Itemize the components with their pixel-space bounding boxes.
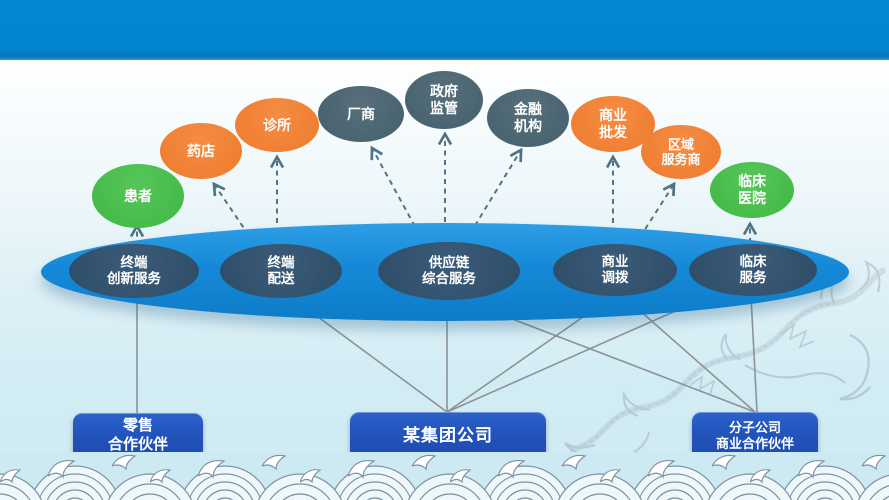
- outer-node-clinic: 诊所: [235, 98, 319, 152]
- box-subsidiary-partner: 分子公司 商业合作伙伴: [692, 412, 818, 460]
- outer-node-patient: 患者: [92, 164, 184, 228]
- inner-node-commercial-allocation: 商业 调拨: [553, 244, 677, 296]
- outer-node-government: 政府 监管: [405, 71, 483, 129]
- outer-node-hospital: 临床 医院: [710, 162, 794, 218]
- outer-node-wholesale: 商业 批发: [571, 96, 655, 152]
- outer-node-regional: 区域 服务商: [641, 125, 721, 179]
- box-group-company: 某集团公司: [350, 412, 546, 459]
- inner-node-supply-chain: 供应链 综合服务: [378, 242, 520, 300]
- top-blue-band: [0, 0, 889, 60]
- outer-node-manufacturer: 厂商: [318, 86, 404, 142]
- inner-node-clinical-service: 临床 服务: [689, 244, 817, 296]
- outer-node-pharmacy: 药店: [160, 123, 242, 179]
- outer-node-finance: 金融 机构: [487, 89, 569, 147]
- inner-node-terminal-innovation: 终端 创新服务: [69, 244, 199, 298]
- link-subsidiary-clinical: [750, 295, 758, 413]
- inner-node-terminal-delivery: 终端 配送: [220, 244, 342, 298]
- box-retail-partner: 零售 合作伙伴: [73, 413, 203, 459]
